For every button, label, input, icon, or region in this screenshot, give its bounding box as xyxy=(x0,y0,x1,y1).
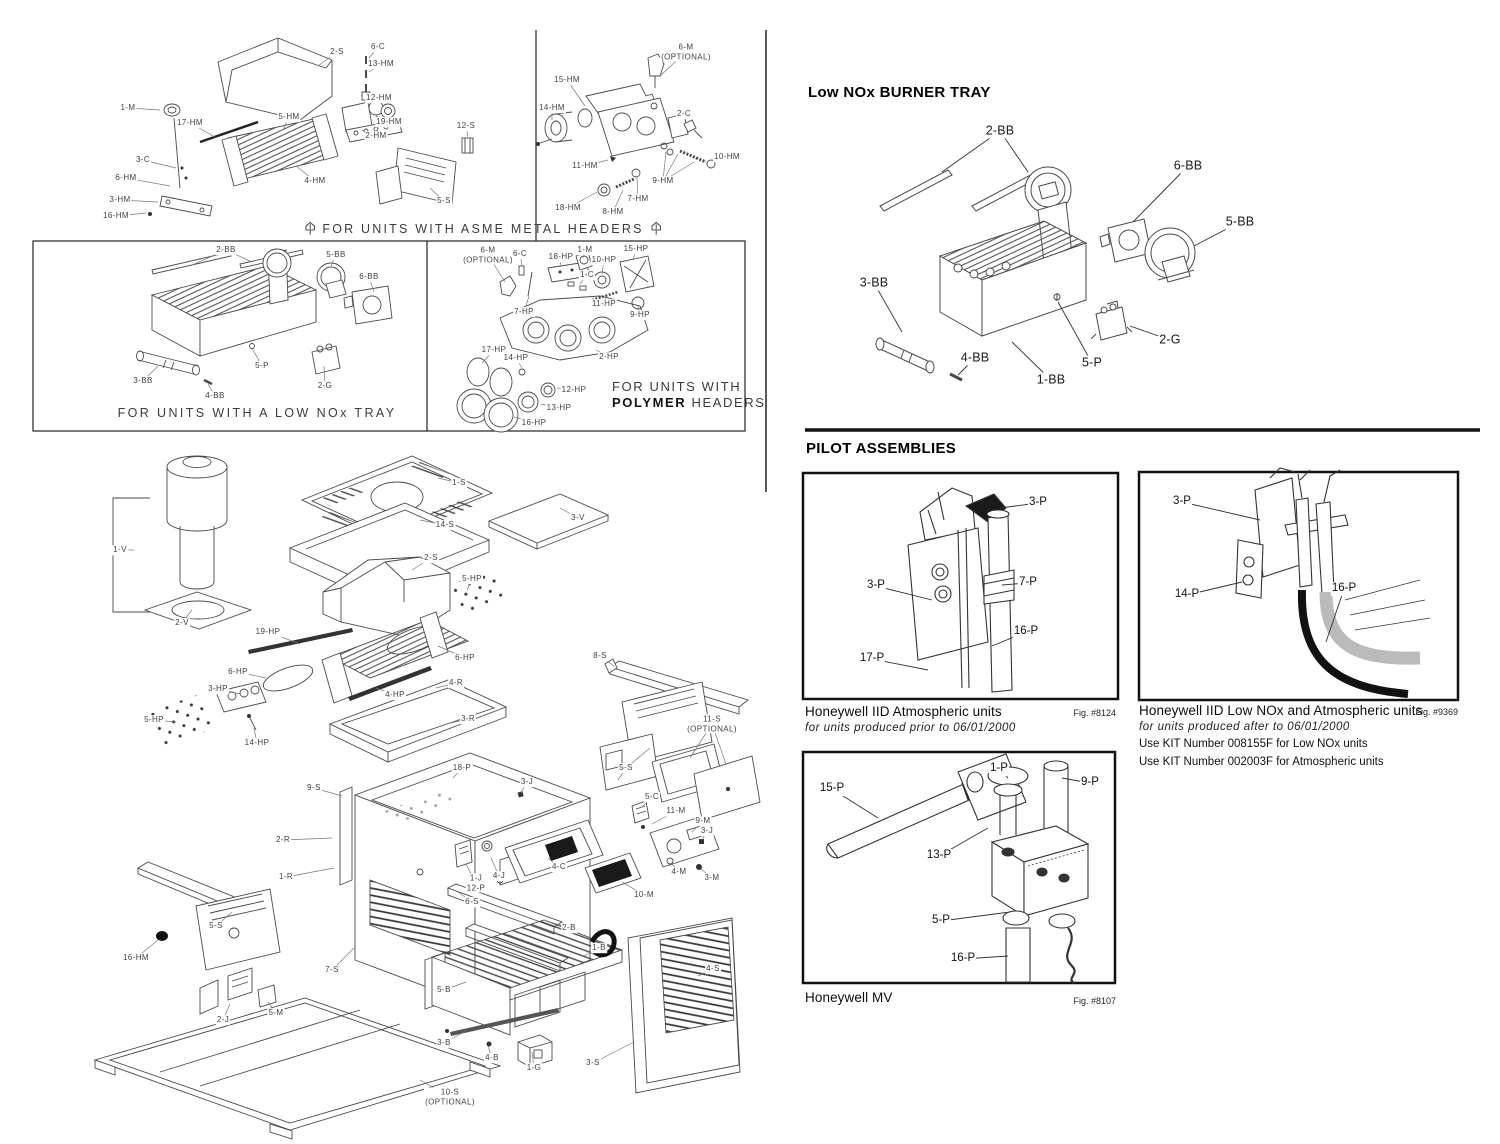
pilot-figure-borders xyxy=(801,470,1460,985)
lownox-tray-art xyxy=(136,248,393,386)
pilot2-art xyxy=(1235,467,1431,698)
pilot-fig2-caption: Honeywell IID Low NOx and Atmospheric un… xyxy=(1139,703,1423,718)
pilot-fig1-number: Fig. #8124 xyxy=(1073,708,1116,718)
lownox-tray-caption: FOR UNITS WITH A LOW NOx TRAY xyxy=(117,406,397,420)
pilot-fig2-kit1: Use KIT Number 008155F for Low NOx units xyxy=(1139,738,1368,750)
pilot-fig2-number: Fig. #9369 xyxy=(1415,707,1458,717)
polymer-caption: FOR UNITS WITH POLYMER HEADERS xyxy=(612,379,766,411)
pilot-fig1-border xyxy=(801,471,1120,701)
asme-caption-text: FOR UNITS WITH ASME METAL HEADERS xyxy=(322,221,644,236)
warning-flag-icon xyxy=(651,221,661,235)
pilot-fig2-border xyxy=(1137,470,1460,702)
pilot-fig3-number: Fig. #8107 xyxy=(1073,996,1116,1006)
pilot-assemblies-title: PILOT ASSEMBLIES xyxy=(806,440,957,457)
pilot-fig1-note: for units produced prior to 06/01/2000 xyxy=(805,722,1016,734)
asme-caption: FOR UNITS WITH ASME METAL HEADERS xyxy=(305,221,661,236)
burner-tray-title: Low NOx BURNER TRAY xyxy=(808,84,991,101)
pilot-fig3-caption: Honeywell MV xyxy=(805,990,893,1005)
pilot1-art xyxy=(907,487,1015,693)
panel-dividers xyxy=(32,30,1480,492)
main-art xyxy=(93,455,761,1140)
polymer-caption-line1: FOR UNITS WITH xyxy=(612,379,742,394)
polymer-caption-line2: POLYMER HEADERS xyxy=(612,395,766,410)
polymer-art xyxy=(456,251,655,433)
pilot-fig2-kit2: Use KIT Number 002003F for Atmospheric u… xyxy=(1139,756,1384,768)
metal-header-art xyxy=(536,53,716,197)
pilot3-art xyxy=(826,753,1090,984)
pilot-fig1-caption: Honeywell IID Atmospheric units xyxy=(805,704,1002,719)
burner-tray-art xyxy=(875,166,1196,382)
asme-panel-art xyxy=(148,37,474,217)
warning-flag-icon xyxy=(305,221,315,235)
pilot-fig2-note: for units produced after to 06/01/2000 xyxy=(1139,721,1350,733)
pilot-fig3-border xyxy=(801,750,1117,985)
